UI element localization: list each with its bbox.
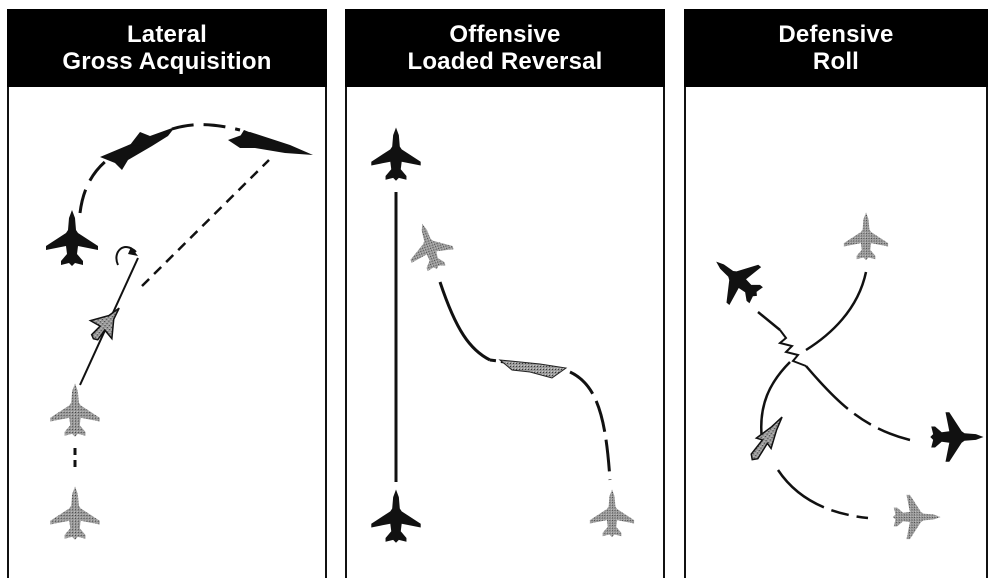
jet-icon	[930, 412, 984, 462]
panel-lateral-gross-acquisition: Lateral Gross Acquisition	[7, 9, 327, 578]
sight-line	[141, 159, 270, 287]
flight-path	[438, 281, 491, 362]
panel-offensive-loaded-reversal: Offensive Loaded Reversal	[345, 9, 665, 578]
jet-icon	[46, 210, 98, 266]
panel-header: Offensive Loaded Reversal	[345, 9, 665, 87]
flight-path	[757, 311, 781, 331]
jet-icon	[401, 216, 458, 276]
jet-icon	[228, 130, 313, 155]
flight-path	[760, 361, 791, 441]
jet-icon	[50, 486, 100, 540]
flight-path	[805, 365, 911, 442]
jet-icon	[892, 494, 941, 540]
panel-header: Lateral Gross Acquisition	[7, 9, 327, 87]
flight-path	[805, 271, 868, 352]
panel-title-line1: Defensive	[778, 21, 894, 48]
jet-icon	[700, 242, 773, 315]
flight-path	[171, 123, 241, 132]
panel-title-line2: Roll	[812, 48, 860, 75]
lateral-gross-acquisition-diagram	[46, 123, 313, 540]
panel-title-line1: Lateral	[126, 21, 208, 48]
jet-icon	[88, 307, 120, 341]
jet-icon	[371, 127, 421, 181]
panel-title-line2: Loaded Reversal	[407, 48, 603, 75]
flight-path	[569, 370, 612, 481]
jet-icon	[843, 212, 889, 261]
zigzag-path	[777, 329, 807, 367]
panel-title-line2: Gross Acquisition	[62, 48, 272, 75]
panel-defensive-roll: Defensive Roll	[684, 9, 988, 578]
defensive-roll-diagram	[700, 212, 984, 540]
jet-icon	[750, 416, 783, 461]
jet-icon	[589, 489, 635, 538]
panel-title-line1: Offensive	[449, 21, 561, 48]
panel-header: Defensive Roll	[684, 9, 988, 87]
offensive-loaded-reversal-diagram	[371, 127, 635, 543]
flight-path	[776, 469, 869, 520]
jet-icon	[100, 127, 175, 170]
arrowhead-icon	[128, 247, 138, 256]
jet-icon	[50, 383, 100, 437]
jet-icon	[371, 489, 421, 543]
jet-icon	[498, 359, 568, 379]
